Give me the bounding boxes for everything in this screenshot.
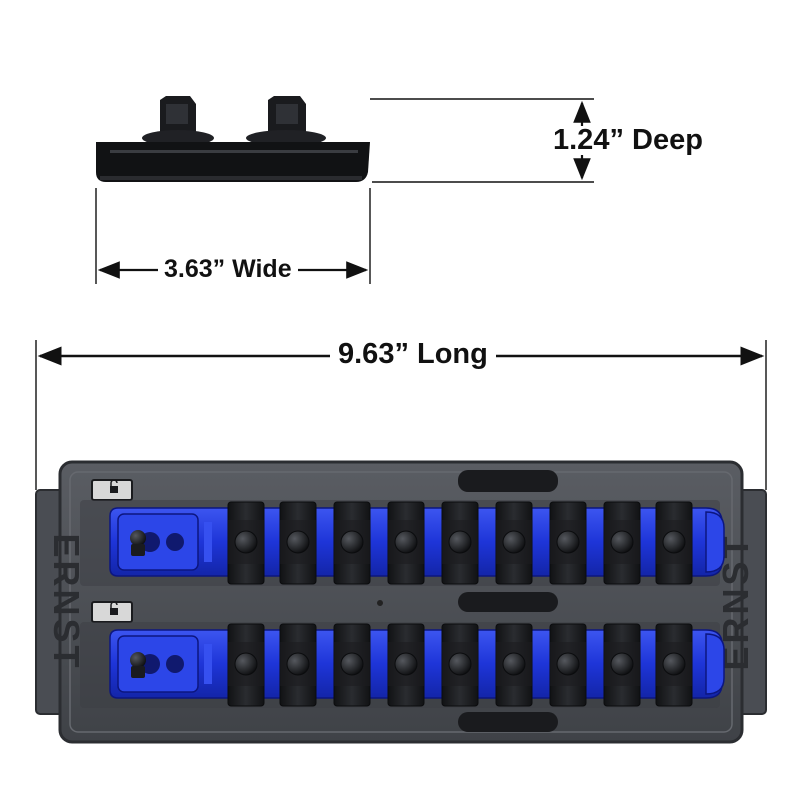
- side-profile-view: [96, 96, 370, 182]
- socket-rail-top: [109, 501, 725, 585]
- socket-clip: [279, 501, 317, 585]
- socket-clip: [655, 623, 693, 707]
- socket-clip: [441, 623, 479, 707]
- socket-clip: [227, 501, 265, 585]
- socket-clip: [441, 501, 479, 585]
- socket-clip: [603, 501, 641, 585]
- rail-lock-knob: [130, 652, 146, 678]
- socket-clip: [549, 623, 587, 707]
- socket-clip: [333, 501, 371, 585]
- width-dimension-label: 3.63” Wide: [158, 257, 298, 282]
- socket-clip: [333, 623, 371, 707]
- socket-clip: [495, 623, 533, 707]
- length-dimension-label: 9.63” Long: [330, 340, 496, 369]
- socket-clip: [227, 623, 265, 707]
- socket-rail-bottom: [109, 623, 725, 707]
- socket-clip: [655, 501, 693, 585]
- lock-icon: [91, 601, 133, 623]
- socket-clip: [387, 623, 425, 707]
- socket-clip: [603, 623, 641, 707]
- rail-lock-knob: [130, 530, 146, 556]
- socket-clip: [387, 501, 425, 585]
- socket-clip: [495, 501, 533, 585]
- depth-dimension-label: 1.24” Deep: [553, 124, 703, 156]
- lock-icon: [91, 479, 133, 501]
- socket-clip: [549, 501, 587, 585]
- socket-clip: [279, 623, 317, 707]
